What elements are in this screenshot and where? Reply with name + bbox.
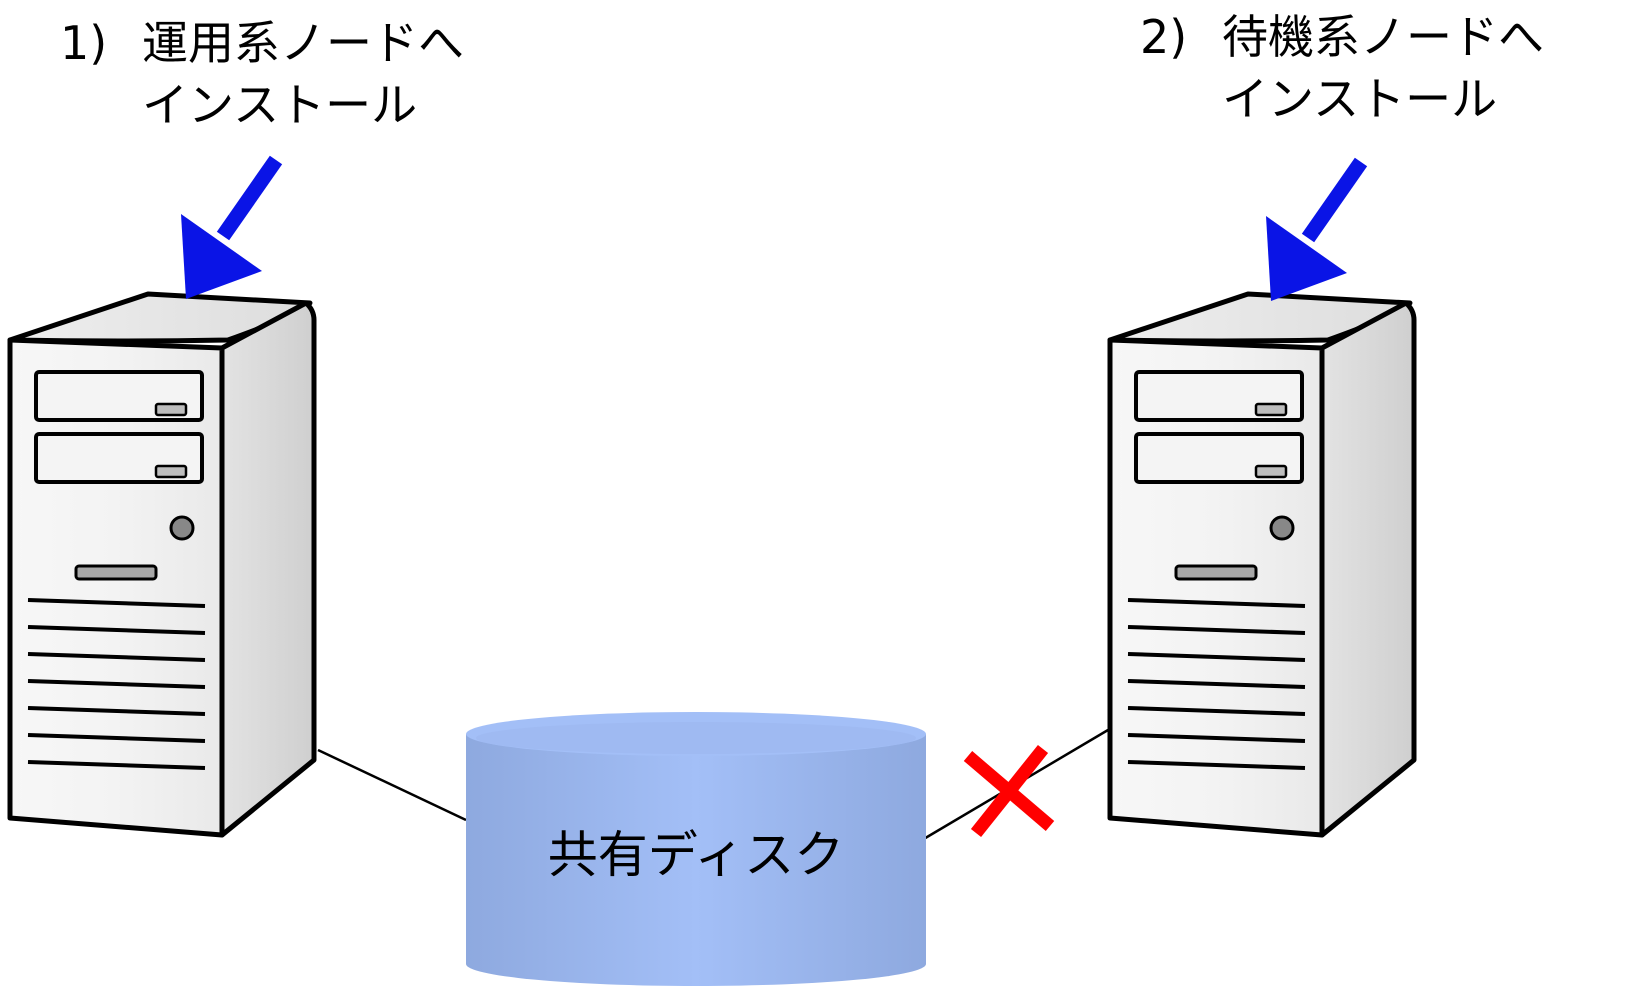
- shared-disk-label: 共有ディスク: [548, 826, 845, 884]
- standby-node-server-icon: [1110, 294, 1414, 835]
- step-1-line1: 運用系ノードへ: [142, 16, 464, 70]
- step-1-label: 1) 運用系ノードへ インストール: [60, 12, 464, 136]
- left-connection-line: [317, 748, 467, 822]
- down-left-arrow-icon: [181, 155, 283, 299]
- disconnected-x-icon: [963, 744, 1055, 838]
- shared-disk-icon: 共有ディスク: [466, 712, 926, 986]
- step-2-line2: インストール: [1222, 72, 1498, 126]
- active-node-server-icon: [10, 294, 314, 835]
- step-1-number: 1): [60, 16, 108, 70]
- down-left-arrow-icon: [1266, 157, 1368, 301]
- step-2-number: 2): [1140, 10, 1188, 64]
- step-2-label: 2) 待機系ノードへ インストール: [1140, 6, 1544, 130]
- step-2-line1: 待機系ノードへ: [1222, 10, 1544, 64]
- step-1-line2: インストール: [142, 78, 418, 132]
